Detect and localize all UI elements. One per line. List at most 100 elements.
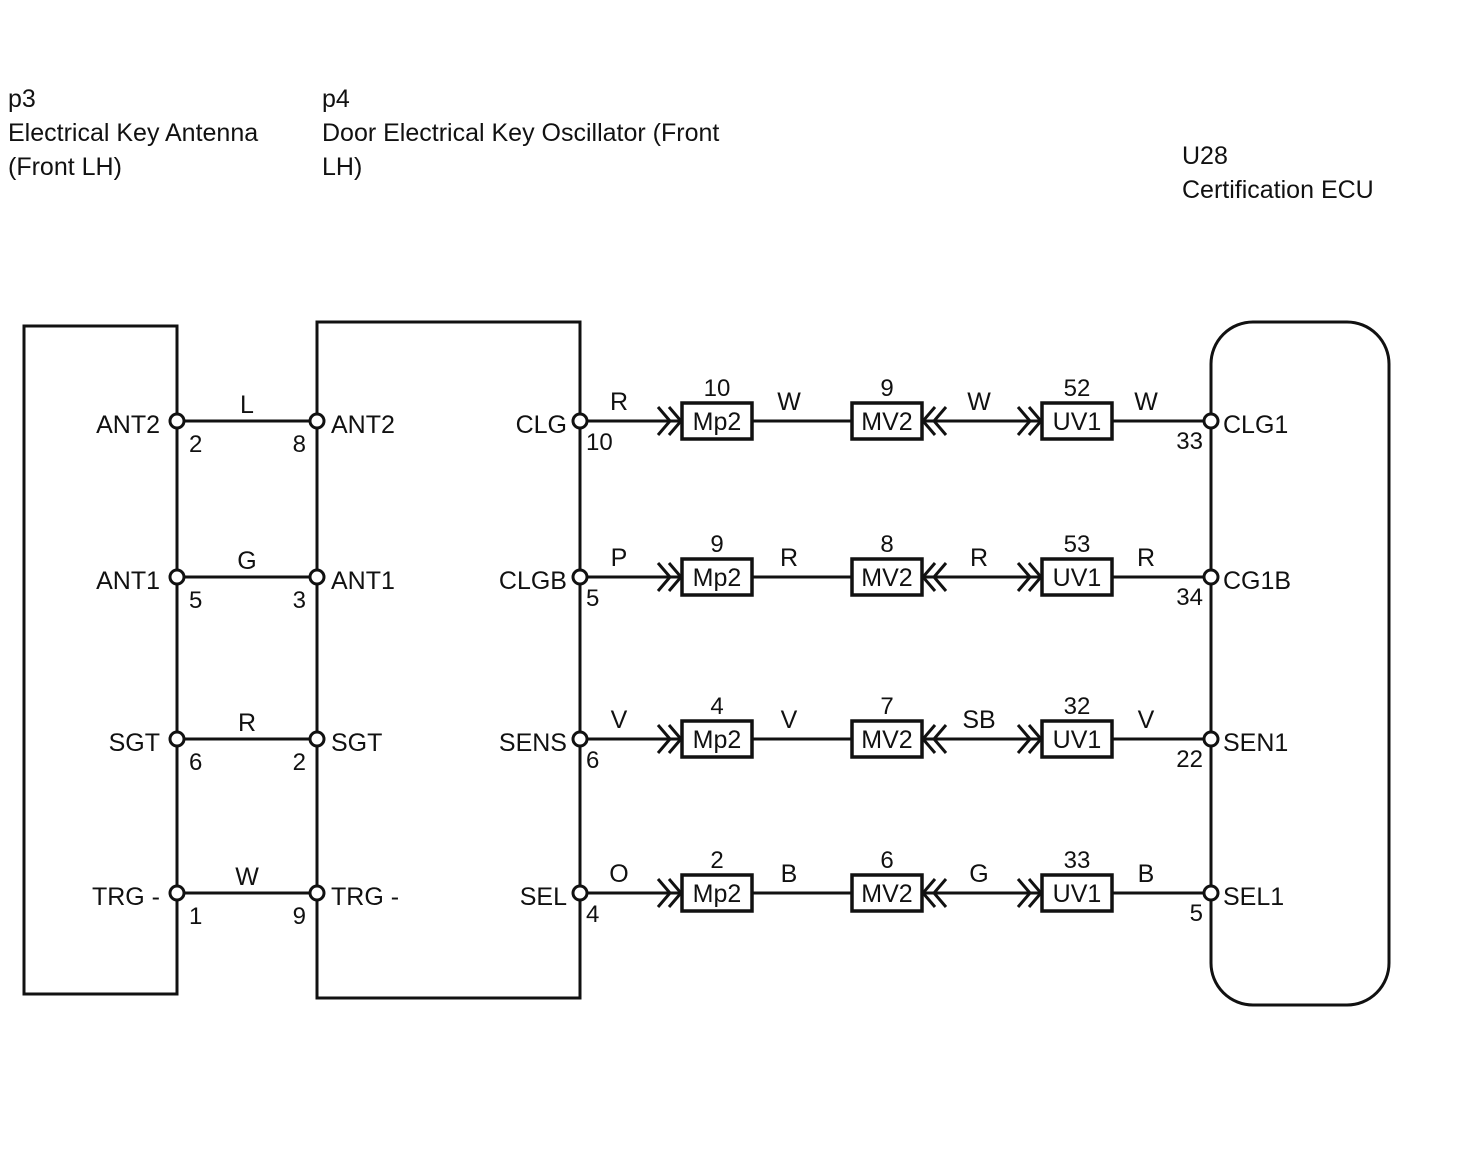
u28-pin-number: 22 <box>1176 746 1203 773</box>
p4-component-box <box>315 320 582 1000</box>
p4-pin-number: 6 <box>586 747 599 774</box>
p4-terminal <box>571 884 589 902</box>
u28-terminal <box>1202 730 1220 748</box>
junction-connector-name: MV2 <box>861 564 912 592</box>
connector-chevron-right <box>1016 878 1043 908</box>
p4-pin-number: 4 <box>586 901 599 928</box>
p3-pin-number: 5 <box>189 587 202 614</box>
junction-connector-box <box>1040 719 1114 759</box>
p3-pin-name: ANT2 <box>96 411 160 439</box>
p4-terminal <box>308 412 326 430</box>
p3-code: p3 <box>8 85 36 113</box>
connector-chevron-left <box>921 562 948 592</box>
u28-terminal <box>1202 884 1220 902</box>
p4-pin-number: 10 <box>586 429 613 456</box>
p4-terminal <box>571 730 589 748</box>
wire-color-label: B <box>781 860 798 888</box>
connector-chevron-left <box>921 724 948 754</box>
wire-color-label: R <box>610 388 628 416</box>
u28-pin-number: 34 <box>1176 584 1203 611</box>
connector-chevron-left <box>921 406 948 436</box>
p4-pin-number: 9 <box>293 903 306 930</box>
junction-connector-name: UV1 <box>1053 408 1102 436</box>
p3-pin-name: TRG - <box>92 883 160 911</box>
p3-pin-number: 2 <box>189 431 202 458</box>
connector-chevron-right <box>656 878 683 908</box>
junction-connector-name: UV1 <box>1053 880 1102 908</box>
p3-terminal <box>168 412 186 430</box>
wire-color-label: L <box>240 391 254 419</box>
junction-connector-name: UV1 <box>1053 726 1102 754</box>
p3-pin-name: ANT1 <box>96 567 160 595</box>
u28-pin-name: SEN1 <box>1223 729 1288 757</box>
junction-connector-pin: 2 <box>710 847 723 874</box>
u28-pin-name: SEL1 <box>1223 883 1284 911</box>
junction-connector-pin: 6 <box>880 847 893 874</box>
junction-connector-pin: 7 <box>880 693 893 720</box>
p4-pin-number: 3 <box>293 587 306 614</box>
p4-pin-name: TRG - <box>331 883 399 911</box>
junction-connector-name: Mp2 <box>693 726 742 754</box>
junction-connector-box <box>1040 873 1114 913</box>
u28-component-box <box>1209 320 1391 1007</box>
wire-color-label: R <box>1137 544 1155 572</box>
p4-terminal <box>571 568 589 586</box>
junction-connector-box <box>680 719 754 759</box>
junction-connector-pin: 53 <box>1064 531 1091 558</box>
wire-color-label: W <box>967 388 991 416</box>
junction-connector-name: Mp2 <box>693 408 742 436</box>
junction-connector-name: Mp2 <box>693 564 742 592</box>
wire-color-label: V <box>611 706 628 734</box>
junction-connector-pin: 52 <box>1064 375 1091 402</box>
wire-color-label: P <box>611 544 628 572</box>
junction-connector-pin: 32 <box>1064 693 1091 720</box>
junction-connector-name: Mp2 <box>693 880 742 908</box>
junction-connector-pin: 8 <box>880 531 893 558</box>
p4-name-line2: LH) <box>322 153 363 181</box>
u28-name: Certification ECU <box>1182 176 1374 204</box>
p4-pin-name: SEL <box>520 883 567 911</box>
u28-code: U28 <box>1182 142 1228 170</box>
junction-connector-name: MV2 <box>861 726 912 754</box>
u28-pin-name: CLG1 <box>1223 411 1288 439</box>
p3-name-line2: (Front LH) <box>8 153 122 181</box>
wire-color-label: W <box>1134 388 1158 416</box>
wire-color-label: G <box>969 860 988 888</box>
wire-color-label: W <box>235 863 259 891</box>
p4-pin-number: 2 <box>293 749 306 776</box>
junction-connector-name: MV2 <box>861 880 912 908</box>
u28-label: U28 Certification ECU <box>1182 139 1374 207</box>
junction-connector-name: MV2 <box>861 408 912 436</box>
wire-color-label: W <box>777 388 801 416</box>
wire-color-label: V <box>781 706 798 734</box>
connector-chevron-right <box>656 562 683 592</box>
p4-pin-number: 8 <box>293 431 306 458</box>
u28-pin-number: 33 <box>1176 428 1203 455</box>
p4-pin-name: CLG <box>516 411 567 439</box>
p4-terminal <box>308 730 326 748</box>
wire-color-label: R <box>780 544 798 572</box>
junction-connector-name: UV1 <box>1053 564 1102 592</box>
wire-color-label: B <box>1138 860 1155 888</box>
p4-pin-name: ANT1 <box>331 567 395 595</box>
p3-terminal <box>168 568 186 586</box>
wire-color-label: SB <box>962 706 995 734</box>
junction-connector-pin: 10 <box>704 375 731 402</box>
junction-connector-box <box>1040 401 1114 441</box>
wire-color-label: O <box>609 860 628 888</box>
p3-label: p3 Electrical Key Antenna (Front LH) <box>8 82 258 184</box>
p3-terminal <box>168 884 186 902</box>
p4-pin-name: SGT <box>331 729 382 757</box>
junction-connector-pin: 33 <box>1064 847 1091 874</box>
p4-name-line1: Door Electrical Key Oscillator (Front <box>322 119 720 147</box>
p4-pin-name: SENS <box>499 729 567 757</box>
connector-chevron-right <box>1016 406 1043 436</box>
p4-pin-number: 5 <box>586 585 599 612</box>
p4-terminal <box>308 568 326 586</box>
connector-chevron-right <box>656 406 683 436</box>
p4-terminal <box>571 412 589 430</box>
p3-pin-number: 1 <box>189 903 202 930</box>
p4-label: p4 Door Electrical Key Oscillator (Front… <box>322 82 719 184</box>
connector-chevron-right <box>656 724 683 754</box>
